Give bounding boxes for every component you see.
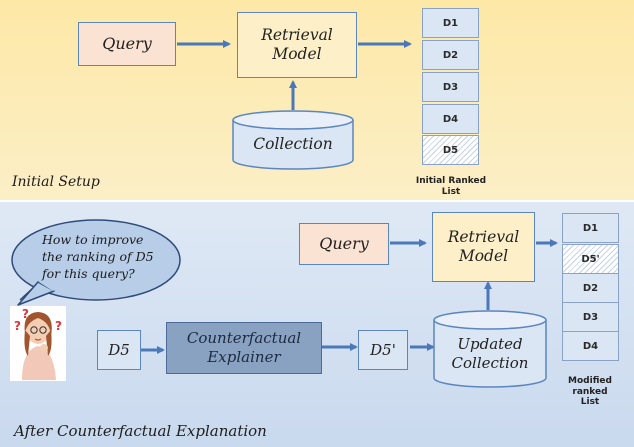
question-text: How to improve the ranking of D5 for thi… [42, 232, 154, 281]
modified-doc: D4 [562, 331, 619, 361]
retrieval-model-box: Retrieval Model [237, 12, 357, 78]
query-box: Query [78, 22, 176, 66]
modified-doc-target: D5' [562, 244, 619, 274]
retrieval-model-label: Retrieval Model [261, 25, 333, 63]
d5-box: D5 [97, 330, 141, 370]
d5-prime-box: D5' [358, 330, 408, 370]
query-label: Query [102, 34, 152, 53]
modified-doc: D3 [562, 302, 619, 332]
ranked-doc-target: D5 [422, 135, 479, 165]
collection-label: Collection [253, 135, 333, 154]
ranked-doc: D4 [422, 104, 479, 134]
ranked-doc: D1 [422, 8, 479, 38]
modified-doc: D1 [562, 213, 619, 243]
counterfactual-explainer-box: Counterfactual Explainer [166, 322, 322, 374]
retrieval-model-box-bottom: Retrieval Model [432, 212, 535, 282]
ranked-doc: D3 [422, 72, 479, 102]
updated-collection-label: Updated Collection [451, 335, 529, 372]
initial-ranked-list-label: Initial Ranked List [415, 176, 487, 197]
modified-ranked-list-label: Modified ranked List [568, 376, 612, 408]
modified-doc: D2 [562, 273, 619, 303]
after-explanation-title: After Counterfactual Explanation [14, 422, 267, 440]
initial-setup-title: Initial Setup [12, 174, 100, 190]
ranked-doc: D2 [422, 40, 479, 70]
query-box-bottom: Query [299, 223, 389, 265]
